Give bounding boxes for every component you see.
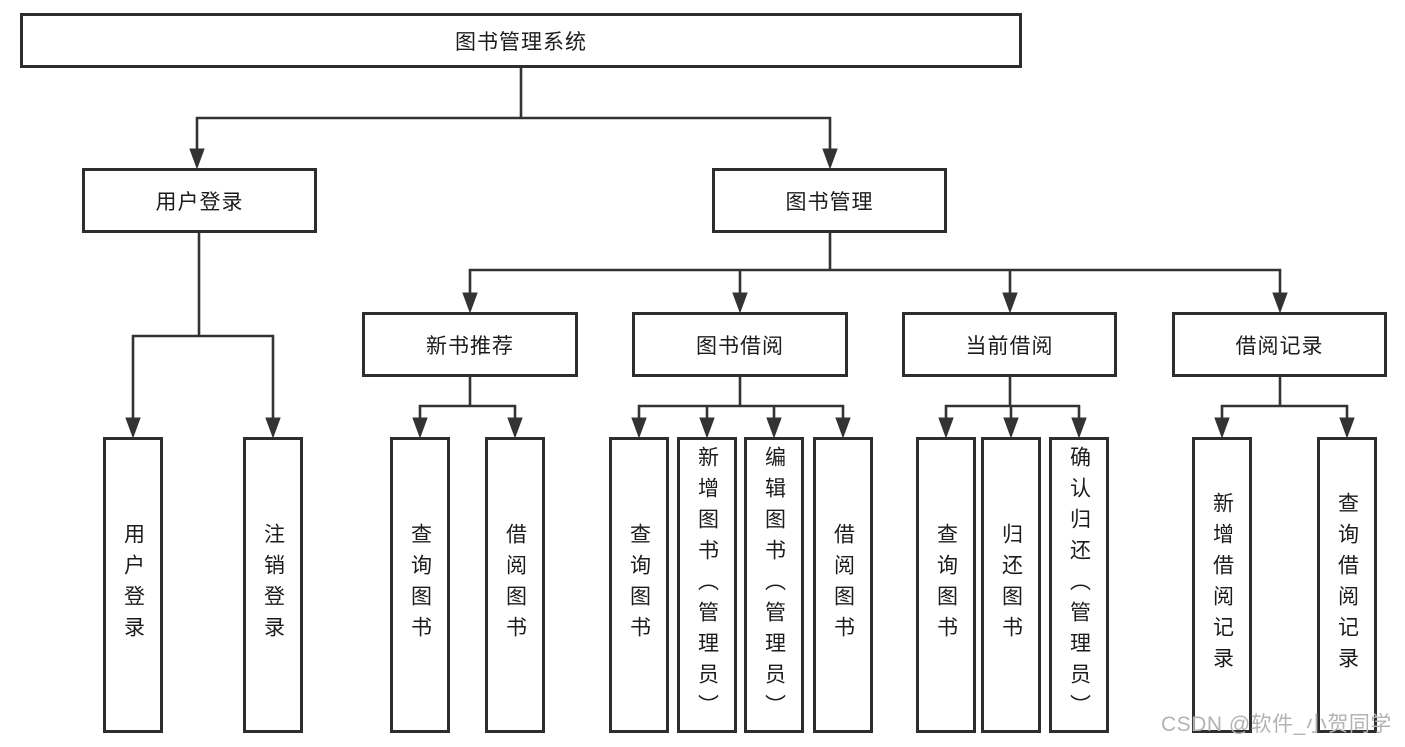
node-leaf-return-books: 归还图书 <box>981 437 1041 733</box>
node-leaf-query-books-current: 查询图书 <box>916 437 976 733</box>
node-user-login: 用户登录 <box>82 168 317 233</box>
node-leaf-user-login: 用户登录 <box>103 437 163 733</box>
node-leaf-borrow-books-recommend: 借阅图书 <box>485 437 545 733</box>
node-leaf-add-book-admin: 新增图书（管理员） <box>677 437 737 733</box>
node-leaf-edit-book-admin: 编辑图书（管理员） <box>744 437 804 733</box>
node-book-borrowing: 图书借阅 <box>632 312 848 377</box>
node-leaf-query-borrow-record: 查询借阅记录 <box>1317 437 1377 733</box>
node-borrowing-records: 借阅记录 <box>1172 312 1387 377</box>
node-leaf-query-books-borrow: 查询图书 <box>609 437 669 733</box>
node-current-borrowing: 当前借阅 <box>902 312 1117 377</box>
node-new-book-recommendation: 新书推荐 <box>362 312 578 377</box>
node-library-management-system: 图书管理系统 <box>20 13 1022 68</box>
node-leaf-add-borrow-record: 新增借阅记录 <box>1192 437 1252 733</box>
node-leaf-confirm-return-admin: 确认归还（管理员） <box>1049 437 1109 733</box>
node-leaf-logout: 注销登录 <box>243 437 303 733</box>
node-book-management: 图书管理 <box>712 168 947 233</box>
watermark-text: CSDN @软件_小贺同学 <box>1161 713 1392 736</box>
node-leaf-query-books-recommend: 查询图书 <box>390 437 450 733</box>
node-leaf-borrow-books: 借阅图书 <box>813 437 873 733</box>
